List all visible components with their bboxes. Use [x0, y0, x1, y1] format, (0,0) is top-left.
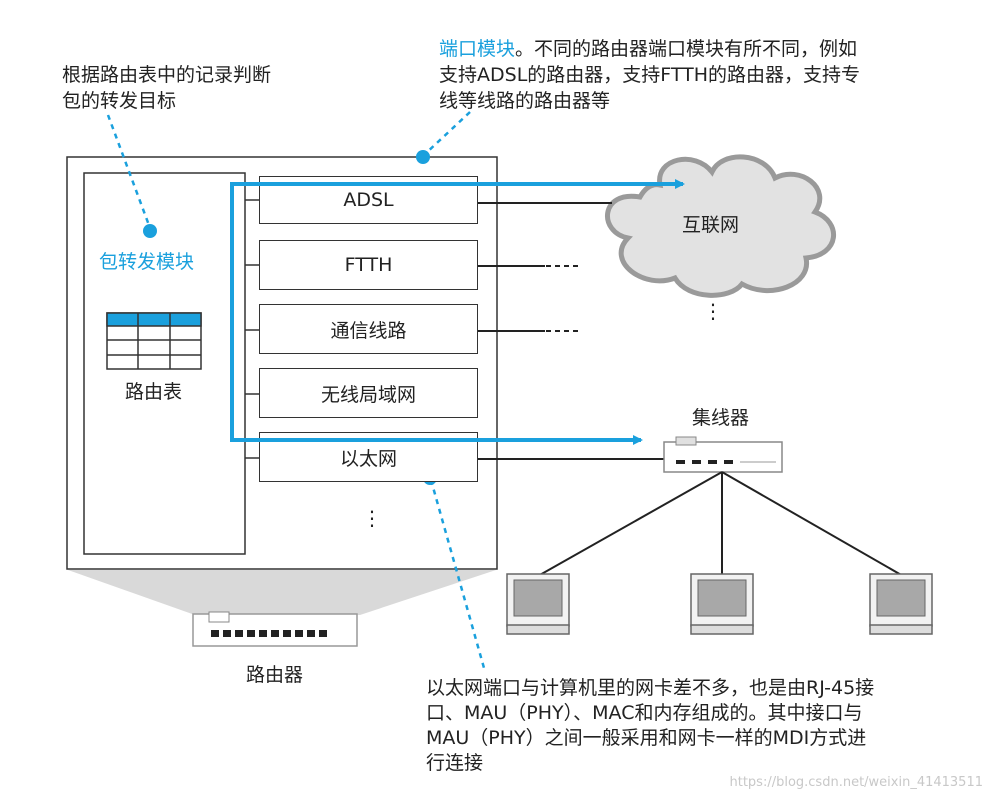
port-label: 无线局域网 [320, 383, 416, 406]
note-line: 。不同的路由器端口模块有所不同，例如 [515, 38, 858, 60]
hub-icon [663, 436, 783, 473]
hub-links [537, 471, 904, 577]
port-label: ADSL [343, 189, 394, 211]
port-wireless-lan: 无线局域网 [259, 368, 478, 418]
note-line: 口、MAU（PHY）、MAC和内存组成的。其中接口与 [426, 702, 863, 724]
note-line: 支持ADSL的路由器，支持FTTH的路由器，支持专 [439, 64, 861, 86]
ethernet-note: 以太网端口与计算机里的网卡差不多，也是由RJ-45接 口、MAU（PHY）、MA… [426, 676, 874, 776]
computer-icon [869, 573, 933, 635]
note-line: 线等线路的路由器等 [439, 90, 611, 112]
note-line: 行连接 [426, 752, 484, 774]
computer-icon [690, 573, 754, 635]
port-ftth: FTTH [259, 240, 478, 290]
callout-leaders [106, 111, 486, 669]
more-ports-ellipsis: ⋮ [362, 506, 382, 530]
internet-label: 互联网 [682, 214, 740, 236]
routing-table-icon [106, 312, 202, 370]
port-label: 以太网 [339, 447, 397, 470]
routing-table-label: 路由表 [125, 381, 183, 403]
note-title: 端口模块 [439, 38, 516, 60]
port-label: 通信线路 [330, 319, 407, 342]
note-line: 包的转发目标 [62, 90, 177, 112]
router-device-label: 路由器 [246, 664, 304, 686]
note-line: MAU（PHY）之间一般采用和网卡一样的MDI方式进 [426, 727, 867, 749]
port-dashes [546, 265, 580, 332]
forwarding-module-label: 包转发模块 [99, 251, 195, 273]
forwarding-note: 根据路由表中的记录判断 包的转发目标 [62, 62, 271, 114]
path-to-hub-arrow [230, 435, 643, 445]
port-stubs [245, 199, 260, 459]
watermark: https://blog.csdn.net/weixin_41413511 [729, 775, 983, 790]
port-comm-line: 通信线路 [259, 304, 478, 354]
internet-more-ellipsis: ⋮ [703, 299, 723, 323]
computer-icon [506, 573, 570, 635]
port-module-note: 端口模块。不同的路由器端口模块有所不同，例如 支持ADSL的路由器，支持FTTH… [439, 36, 860, 114]
port-label: FTTH [344, 254, 393, 276]
path-to-internet-arrow [230, 179, 685, 439]
internet-cloud-icon [605, 154, 836, 298]
hub-label: 集线器 [692, 407, 750, 429]
port-connections [478, 202, 666, 460]
router-device-icon [192, 611, 358, 647]
router-projection [68, 570, 496, 615]
note-line: 以太网端口与计算机里的网卡差不多，也是由RJ-45接 [426, 677, 875, 699]
note-line: 根据路由表中的记录判断 [62, 64, 272, 86]
